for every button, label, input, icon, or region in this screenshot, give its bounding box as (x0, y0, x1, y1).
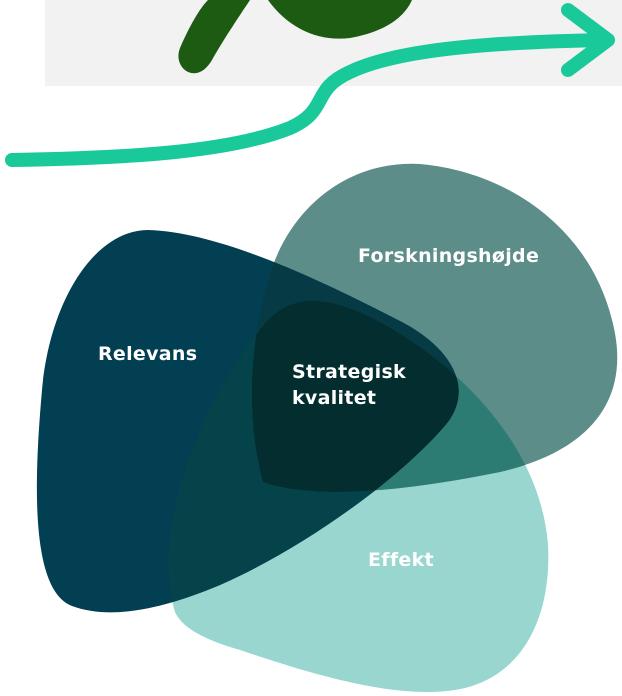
label-effekt: Effekt (368, 549, 434, 571)
arrow-head (561, 3, 615, 77)
label-strategic-line1: Strategisk (292, 361, 406, 383)
label-relevans: Relevans (98, 343, 197, 365)
arrow-curve (5, 33, 613, 167)
label-strategic-line2: kvalitet (292, 387, 376, 409)
label-forskningshojde: Forskningshøjde (358, 245, 539, 267)
leaf-illustration (178, 0, 412, 74)
arrow-right-icon (5, 3, 615, 167)
